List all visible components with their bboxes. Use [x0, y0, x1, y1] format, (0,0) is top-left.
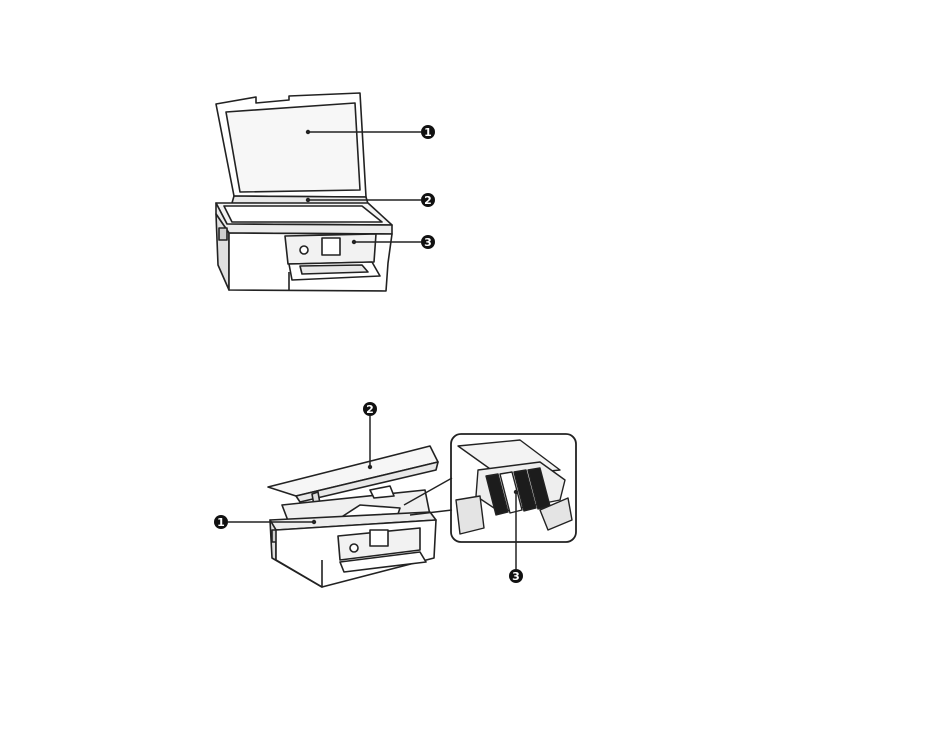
printer-unit-open-illustration — [268, 446, 438, 587]
callout-1-badge: 1 — [421, 125, 435, 139]
callout-3-badge-fig2: 3 — [509, 569, 523, 583]
callout-2-badge: 2 — [421, 193, 435, 207]
callout-2-number-fig2: 2 — [366, 403, 374, 416]
callout-1-number-fig2: 1 — [217, 516, 225, 529]
printer-body-illustration — [216, 93, 392, 291]
callout-1-number: 1 — [424, 126, 432, 139]
callout-2-badge-fig2: 2 — [363, 402, 377, 416]
callout-1-badge-fig2: 1 — [214, 515, 228, 529]
callout-3-number-fig2: 3 — [512, 570, 520, 583]
callout-2-number: 2 — [424, 194, 432, 207]
callout-3-badge: 3 — [421, 235, 435, 249]
cartridge-detail-inset — [451, 434, 576, 542]
callout-3-number: 3 — [424, 236, 432, 249]
